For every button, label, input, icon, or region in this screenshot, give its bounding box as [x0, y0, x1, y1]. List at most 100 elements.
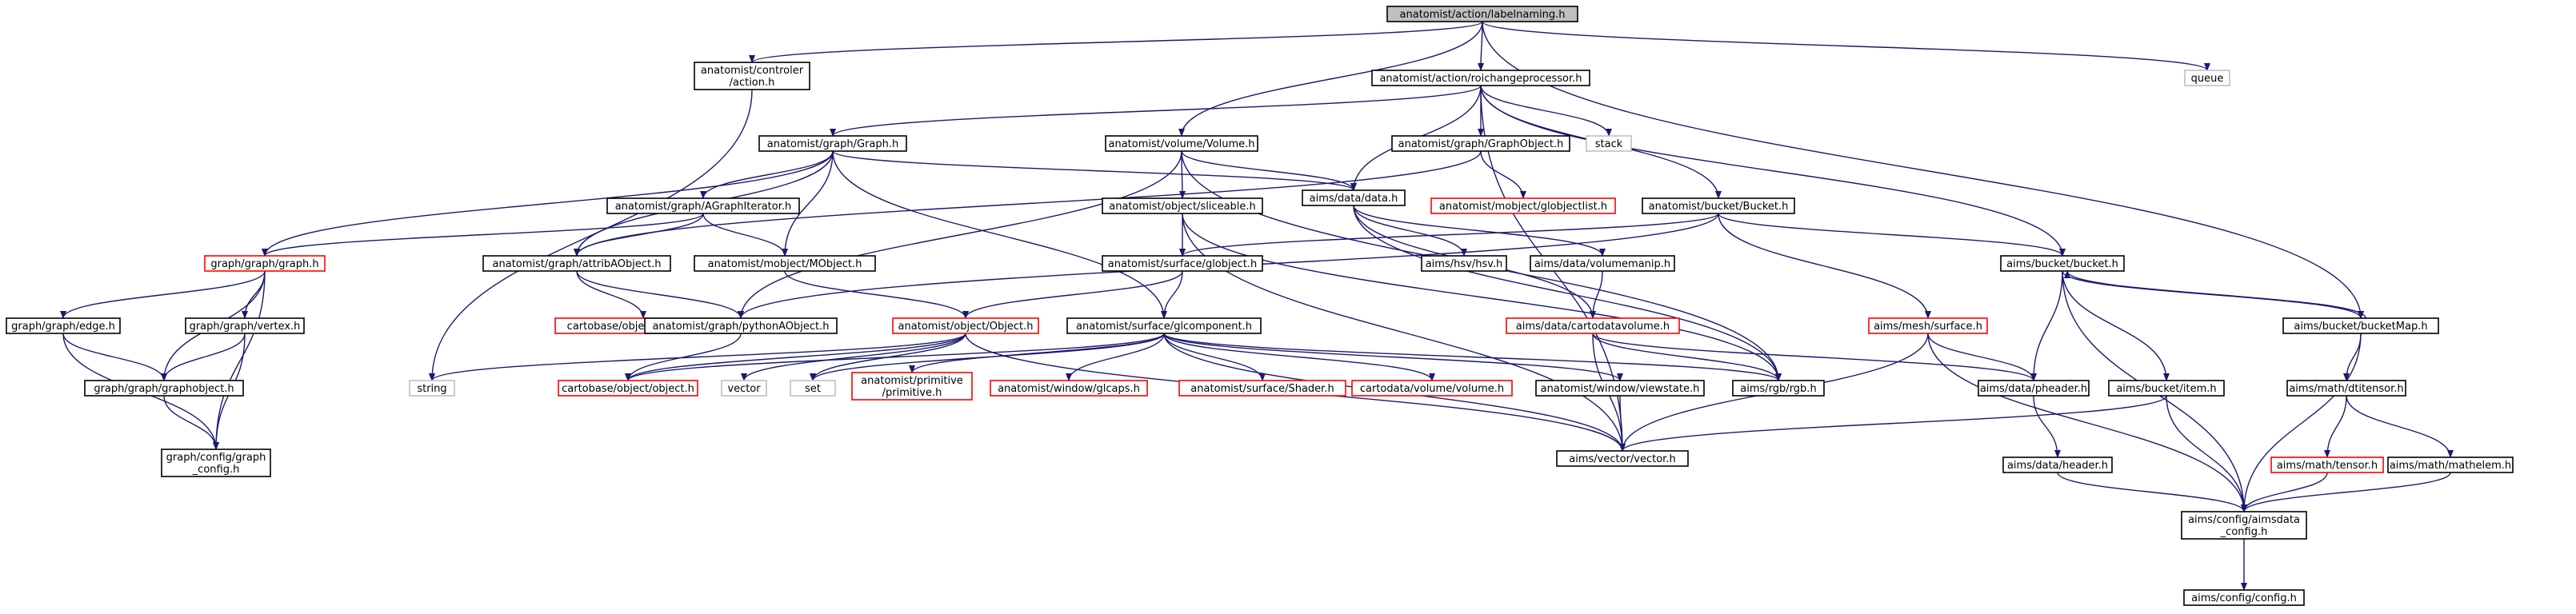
- node-label: aims/data/header.h: [2007, 460, 2108, 472]
- node-mobject[interactable]: anatomist/mobject/MObject.h: [694, 255, 876, 272]
- node-box: [2282, 317, 2439, 334]
- node-label: graph/graph/graph.h: [210, 258, 318, 270]
- node-gc_graph_config[interactable]: graph/config/graph_config.h: [161, 449, 271, 477]
- node-aimsdata_config[interactable]: aims/config/aimsdata_config.h: [2181, 511, 2307, 540]
- node-aims_config[interactable]: aims/config/config.h: [2183, 589, 2305, 606]
- node-volumemanip[interactable]: aims/data/volumemanip.h: [1530, 255, 1675, 272]
- node-gg_vertex[interactable]: graph/graph/vertex.h: [185, 317, 305, 334]
- node-rgb[interactable]: aims/rgb/rgb.h: [1732, 380, 1825, 397]
- node-box: [1066, 317, 1262, 334]
- node-cartodatavolume[interactable]: aims/data/cartodatavolume.h: [1506, 317, 1680, 334]
- edge-attribaobject-to-cb_attributed: [576, 270, 646, 319]
- node-box: [694, 62, 810, 90]
- node-box: [990, 380, 1148, 397]
- node-box: [1556, 450, 1689, 467]
- node-cd_volume[interactable]: cartodata/volume/volume.h: [1351, 380, 1513, 397]
- edge-bucket_h-to-aims_bucket: [1718, 213, 2066, 257]
- node-box: [1732, 380, 1825, 397]
- node-data_header[interactable]: aims/data/header.h: [2002, 457, 2113, 473]
- node-label: aims/hsv/hsv.h: [1426, 258, 1503, 270]
- edge-graph_h-to-glcomponent: [832, 150, 1167, 319]
- edge-gg_edge-to-gg_graphobject: [62, 333, 167, 381]
- edge-pheader-to-data_header: [2033, 395, 2061, 458]
- node-globjectlist[interactable]: anatomist/mobject/globjectlist.h: [1430, 197, 1616, 214]
- node-aims_bucket[interactable]: aims/bucket/bucket.h: [2000, 255, 2125, 272]
- node-graphobject_h[interactable]: anatomist/graph/GraphObject.h: [1391, 135, 1570, 152]
- node-bucketmap[interactable]: aims/bucket/bucketMap.h: [2282, 317, 2439, 334]
- node-glcomponent[interactable]: anatomist/surface/glcomponent.h: [1066, 317, 1262, 334]
- node-globject[interactable]: anatomist/surface/globject.h: [1102, 255, 1263, 272]
- node-label: anatomist/window/viewstate.h: [1541, 383, 1700, 395]
- node-agraphiter[interactable]: anatomist/graph/AGraphIterator.h: [606, 197, 800, 214]
- node-box: [558, 380, 698, 397]
- node-pythonaobject[interactable]: anatomist/graph/pythonAObject.h: [644, 317, 838, 334]
- node-mathelem[interactable]: aims/math/mathelem.h: [2387, 457, 2514, 473]
- edges-layer: [60, 21, 2454, 591]
- node-bucket_item[interactable]: aims/bucket/item.h: [2108, 380, 2225, 397]
- node-volume_h[interactable]: anatomist/volume/Volume.h: [1105, 135, 1258, 152]
- node-box: [1421, 255, 1507, 272]
- node-label: anatomist/mobject/MObject.h: [708, 258, 862, 270]
- edge-graph_h-to-mobject: [782, 150, 834, 257]
- node-box: [1430, 197, 1616, 214]
- node-label: aims/bucket/bucket.h: [2006, 258, 2118, 270]
- edge-roichange-to-stack: [1480, 85, 1612, 137]
- node-viewstate[interactable]: anatomist/window/viewstate.h: [1535, 380, 1705, 397]
- edge-agraphiter-to-mobject: [702, 213, 788, 257]
- node-box: [2184, 70, 2230, 86]
- node-sliceable[interactable]: anatomist/object/sliceable.h: [1102, 197, 1263, 214]
- node-aims_data[interactable]: aims/data/data.h: [1302, 189, 1406, 206]
- edge-volumemanip-to-cartodatavolume: [1590, 270, 1603, 319]
- node-queue[interactable]: queue: [2184, 70, 2230, 86]
- node-label: anatomist/surface/Shader.h: [1190, 383, 1334, 395]
- node-label: cartobase/object/object.h: [562, 383, 694, 395]
- node-gg_edge[interactable]: graph/graph/edge.h: [6, 317, 121, 334]
- node-hsv[interactable]: aims/hsv/hsv.h: [1421, 255, 1507, 272]
- edge-cartodatavolume-to-pheader: [1592, 333, 2037, 381]
- node-cb_object[interactable]: cartobase/object/object.h: [558, 380, 698, 397]
- node-gg_graphobject[interactable]: graph/graph/graphobject.h: [84, 380, 244, 397]
- node-controler_action[interactable]: anatomist/controler/action.h: [694, 62, 810, 90]
- node-label: anatomist/graph/pythonAObject.h: [652, 321, 829, 333]
- node-set[interactable]: set: [790, 380, 836, 397]
- node-vector[interactable]: vector: [721, 380, 767, 397]
- node-attribaobject[interactable]: anatomist/graph/attribAObject.h: [482, 255, 671, 272]
- node-box: [1868, 317, 1988, 334]
- node-dtitensor[interactable]: aims/math/dtitensor.h: [2286, 380, 2406, 397]
- node-stack[interactable]: stack: [1586, 135, 1632, 152]
- node-labelnaming[interactable]: anatomist/action/labelnaming.h: [1386, 6, 1578, 22]
- node-gg_graph[interactable]: graph/graph/graph.h: [204, 255, 326, 272]
- node-label: aims/bucket/bucketMap.h: [2294, 321, 2427, 333]
- edge-an_object-to-cb_object: [625, 333, 966, 381]
- node-box: [1978, 380, 2090, 397]
- node-label: aims/math/tensor.h: [2277, 460, 2378, 472]
- node-graph_h[interactable]: anatomist/graph/Graph.h: [758, 135, 907, 152]
- edge-controler_action-to-string: [429, 89, 753, 381]
- node-an_object[interactable]: anatomist/object/Object.h: [892, 317, 1039, 334]
- edge-gg_graph-to-gg_edge: [60, 270, 266, 319]
- node-roichange[interactable]: anatomist/action/roichangeprocessor.h: [1371, 70, 1590, 86]
- node-label: anatomist/surface/glcomponent.h: [1076, 321, 1252, 333]
- node-string[interactable]: string: [409, 380, 455, 397]
- node-label: anatomist/volume/Volume.h: [1108, 138, 1254, 150]
- node-box: [851, 372, 973, 401]
- node-label: graph/graph/edge.h: [11, 321, 115, 333]
- node-math_tensor[interactable]: aims/math/tensor.h: [2270, 457, 2384, 473]
- node-shader[interactable]: anatomist/surface/Shader.h: [1178, 380, 1346, 397]
- node-pheader[interactable]: aims/data/pheader.h: [1978, 380, 2090, 397]
- edge-globject-to-an_object: [962, 270, 1183, 319]
- node-glcaps[interactable]: anatomist/window/glcaps.h: [990, 380, 1148, 397]
- node-label: aims/bucket/item.h: [2116, 383, 2216, 395]
- node-aims_vector[interactable]: aims/vector/vector.h: [1556, 450, 1689, 467]
- edge-glcomponent-to-rgb: [1163, 333, 1782, 381]
- edge-aims_bucket-to-pheader: [2030, 270, 2063, 381]
- edge-mesh_surface-to-aimsdata_config: [1927, 333, 2247, 512]
- node-box: [1102, 255, 1263, 272]
- node-mesh_surface[interactable]: aims/mesh/surface.h: [1868, 317, 1988, 334]
- node-box: [1535, 380, 1705, 397]
- node-box: [644, 317, 838, 334]
- node-bucket_h[interactable]: anatomist/bucket/Bucket.h: [1642, 197, 1795, 214]
- node-primitive[interactable]: anatomist/primitive/primitive.h: [851, 372, 973, 401]
- node-label: stack: [1595, 138, 1623, 150]
